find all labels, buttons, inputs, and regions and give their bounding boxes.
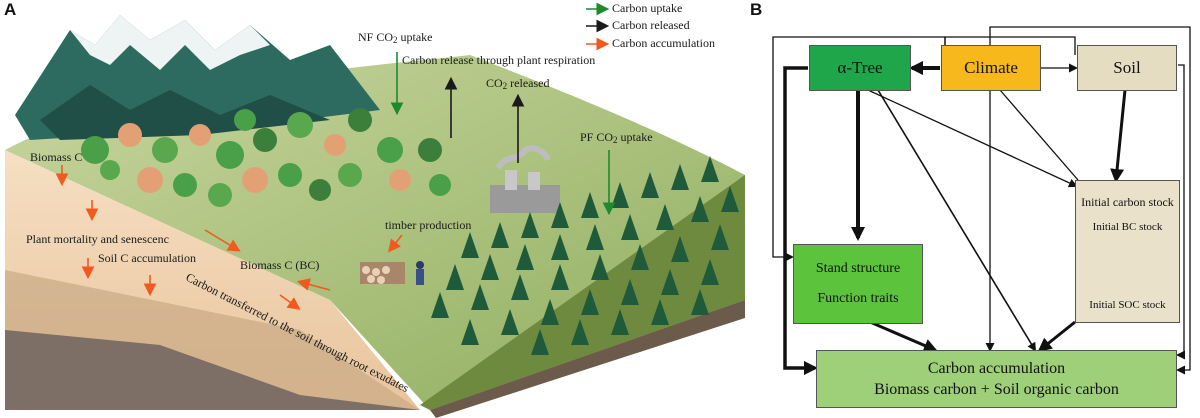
initial-carbon-stock-box: Initial carbon stock Initial BC stock In… <box>1075 180 1180 323</box>
conifer-tree <box>671 164 689 190</box>
root-exudate-arrow <box>279 294 301 310</box>
timber-arrow <box>388 234 403 253</box>
mountain-shadow <box>40 85 330 140</box>
conifer-tree <box>656 204 674 230</box>
climate-to-alpha-loop <box>944 36 1076 55</box>
grass-right-side <box>420 175 745 410</box>
bedrock-layer <box>5 330 420 410</box>
timber-production-label: timber production <box>385 218 472 232</box>
nf-uptake-label: NF CO2 uptake <box>358 30 433 45</box>
conifer-tree <box>661 269 679 295</box>
alpha-tree-box: α-Tree <box>809 45 911 91</box>
conifer-tree <box>541 299 559 325</box>
stand-structure-box: Stand structure Function traits <box>793 244 923 324</box>
co2-released-label: CO2 released <box>486 76 550 91</box>
panel-a-label: A <box>4 0 17 19</box>
soil-to-initial-stock-arrow <box>1110 89 1127 183</box>
soil-to-carbon-side <box>1176 64 1185 360</box>
initial-bc-stock-label: Initial BC stock <box>1092 221 1163 233</box>
ground-front-edge <box>430 300 745 418</box>
initial-stock-to-carbon-arrow <box>1037 320 1076 352</box>
conifer-tree <box>701 259 719 285</box>
landscape-illustration <box>5 2 745 418</box>
conifer-tree <box>581 289 599 315</box>
conifer-tree <box>551 202 569 228</box>
carbon-accumulation-box: Carbon accumulation Biomass carbon + Soi… <box>816 350 1177 408</box>
conifer-tree <box>581 192 599 218</box>
timber-pile <box>360 261 424 285</box>
conifer-tree <box>471 284 489 310</box>
conifer-tree <box>586 224 604 250</box>
conifer-tree <box>491 222 509 248</box>
carbon-accumulation-label: Carbon accumulation <box>927 360 1066 377</box>
initial-carbon-stock-title: Initial carbon stock <box>1081 195 1174 209</box>
function-traits-label: Function traits <box>817 291 899 306</box>
stand-structure-label: Stand structure <box>815 261 901 276</box>
conifer-tree <box>531 329 549 355</box>
conifer-tree <box>571 319 589 345</box>
conifer-tree <box>691 289 709 315</box>
conifer-tree <box>551 234 569 260</box>
conifer-tree <box>591 254 609 280</box>
alpha-to-initial-stock-arrow <box>867 89 1078 188</box>
legend-uptake-label: Carbon uptake <box>612 1 683 15</box>
alpha-tree-left-loop <box>783 66 818 375</box>
conifer-tree <box>651 299 669 325</box>
plant-mortality-label: Plant mortality and senescenc <box>26 232 169 246</box>
conifer-tree <box>431 292 449 318</box>
climate-box: Climate <box>941 45 1041 91</box>
soil-box: Soil <box>1077 45 1177 91</box>
legend-accumulation-label: Carbon accumulation <box>612 36 715 50</box>
initial-soc-stock-label: Initial SOC stock <box>1089 299 1166 311</box>
conifer-tree <box>621 214 639 240</box>
biomass-c-bc-label: Biomass C (BC) <box>240 258 320 272</box>
conifer-tree <box>701 156 719 182</box>
conifer-tree <box>671 236 689 262</box>
conifer-tree <box>641 172 659 198</box>
conifer-tree <box>511 274 529 300</box>
conifer-tree <box>621 279 639 305</box>
conifer-tree <box>691 196 709 222</box>
conifer-tree <box>711 224 729 250</box>
legend-released-label: Carbon released <box>612 18 690 32</box>
biomass-bc-arrow <box>204 229 241 252</box>
natural-forest <box>81 108 451 207</box>
mountain-snow <box>70 15 270 70</box>
conifer-tree <box>551 264 569 290</box>
conifer-tree <box>521 212 539 238</box>
factory-icon <box>490 145 560 213</box>
stand-to-carbon-arrow <box>869 320 938 353</box>
panel-b-label: B <box>750 0 763 19</box>
conifer-tree <box>481 254 499 280</box>
conifer-tree <box>446 264 464 290</box>
pf-uptake-label: PF CO2 uptake <box>580 130 653 145</box>
conifer-tree <box>501 309 519 335</box>
biomass-soc-label: Biomass carbon + Soil organic carbon <box>874 381 1119 398</box>
conifer-tree <box>461 319 479 345</box>
alpha-to-carbon-accum-arrow <box>877 89 1037 352</box>
biomass-c-label: Biomass C <box>30 150 83 164</box>
conifer-tree <box>721 186 739 212</box>
bc-arrow-right <box>296 278 331 291</box>
plantation-forest <box>431 156 739 355</box>
climate-to-initial-stock-arrow <box>999 89 1079 181</box>
conifer-tree <box>631 244 649 270</box>
conifer-tree <box>611 182 629 208</box>
soil-c-accumulation-label: Soil C accumulation <box>98 251 196 265</box>
conifer-tree <box>611 309 629 335</box>
conifer-tree <box>516 244 534 270</box>
conifer-tree <box>461 232 479 258</box>
climate-to-carbon-loop <box>989 26 1191 375</box>
plant-respiration-label: Carbon release through plant respiration <box>402 53 596 67</box>
